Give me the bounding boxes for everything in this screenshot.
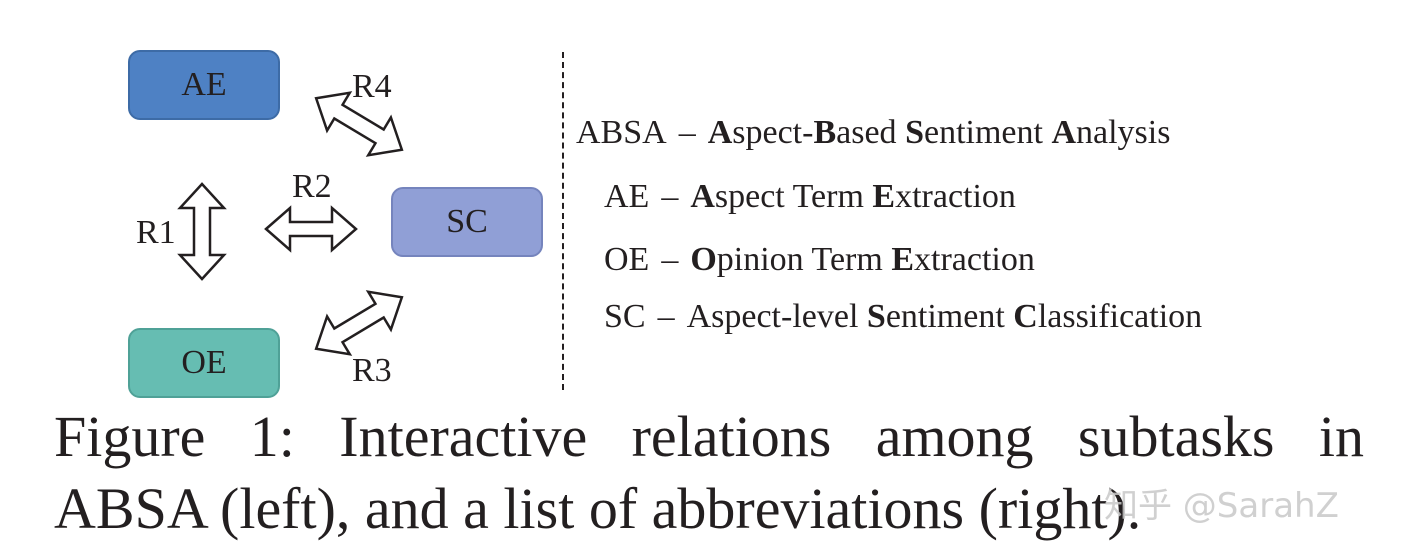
bold-initial: S xyxy=(866,298,886,335)
bold-initial: E xyxy=(872,178,896,215)
figure-caption-line-2: ABSA (left), and a list of abbreviations… xyxy=(54,476,1142,541)
abbreviation-definition: Aspect-level Sentiment Classification xyxy=(687,298,1203,335)
abbreviation-dash: – xyxy=(678,114,696,151)
definition-text: entiment xyxy=(885,298,1014,335)
node-ae: AE xyxy=(128,50,280,120)
bold-initial: A xyxy=(1051,114,1077,151)
divider-line xyxy=(562,52,564,390)
watermark: 知乎 @SarahZ xyxy=(1104,486,1339,526)
definition-text: spect- xyxy=(732,114,814,151)
definition-text: ased xyxy=(836,114,906,151)
bold-initial: C xyxy=(1013,298,1038,335)
bold-initial: O xyxy=(690,241,717,278)
abbreviation-key: OE xyxy=(604,241,650,278)
abbreviation-key: AE xyxy=(604,178,650,215)
abbreviation-definition: Opinion Term Extraction xyxy=(690,241,1035,278)
node-oe: OE xyxy=(128,328,280,398)
definition-text: spect Term xyxy=(714,178,873,215)
figure-caption-line-1: Figure 1: Interactive relations among su… xyxy=(54,404,1364,469)
definition-text: entiment xyxy=(923,114,1052,151)
bold-initial: E xyxy=(891,241,915,278)
relation-label-r3: R3 xyxy=(352,352,392,389)
abbreviation-absa: ABSA–Aspect-Based Sentiment Analysis xyxy=(576,116,1170,150)
bold-initial: A xyxy=(690,178,715,215)
definition-text: pinion Term xyxy=(716,241,892,278)
bold-initial: B xyxy=(813,114,837,151)
bold-initial: A xyxy=(707,114,733,151)
relation-label-r4: R4 xyxy=(352,68,392,105)
definition-text: xtraction xyxy=(914,241,1035,278)
abbreviation-dash: – xyxy=(661,178,679,215)
bold-initial: S xyxy=(905,114,924,151)
node-ae-label: AE xyxy=(181,66,227,103)
definition-text: nalysis xyxy=(1076,114,1171,151)
abbreviation-key: ABSA xyxy=(576,114,667,151)
abbreviation-key: SC xyxy=(604,298,646,335)
definition-text: Aspect-level xyxy=(686,298,867,335)
arrow-r4 xyxy=(314,91,404,157)
abbreviation-oe: OE–Opinion Term Extraction xyxy=(604,243,1035,277)
arrow-r3 xyxy=(314,290,404,356)
node-sc-label: SC xyxy=(446,203,488,240)
arrow-r2 xyxy=(264,205,358,253)
abbreviation-definition: Aspect Term Extraction xyxy=(690,178,1016,215)
relation-label-r2: R2 xyxy=(292,168,332,205)
node-oe-label: OE xyxy=(181,344,227,381)
relation-label-r1: R1 xyxy=(136,214,176,251)
definition-text: xtraction xyxy=(895,178,1016,215)
abbreviation-sc: SC–Aspect-level Sentiment Classification xyxy=(604,300,1202,334)
abbreviation-ae: AE–Aspect Term Extraction xyxy=(604,180,1016,214)
abbreviation-dash: – xyxy=(661,241,679,278)
arrow-r1 xyxy=(177,182,227,281)
abbreviation-definition: Aspect-Based Sentiment Analysis xyxy=(708,114,1171,151)
abbreviation-dash: – xyxy=(657,298,675,335)
definition-text: lassification xyxy=(1037,298,1203,335)
node-sc: SC xyxy=(391,187,543,257)
